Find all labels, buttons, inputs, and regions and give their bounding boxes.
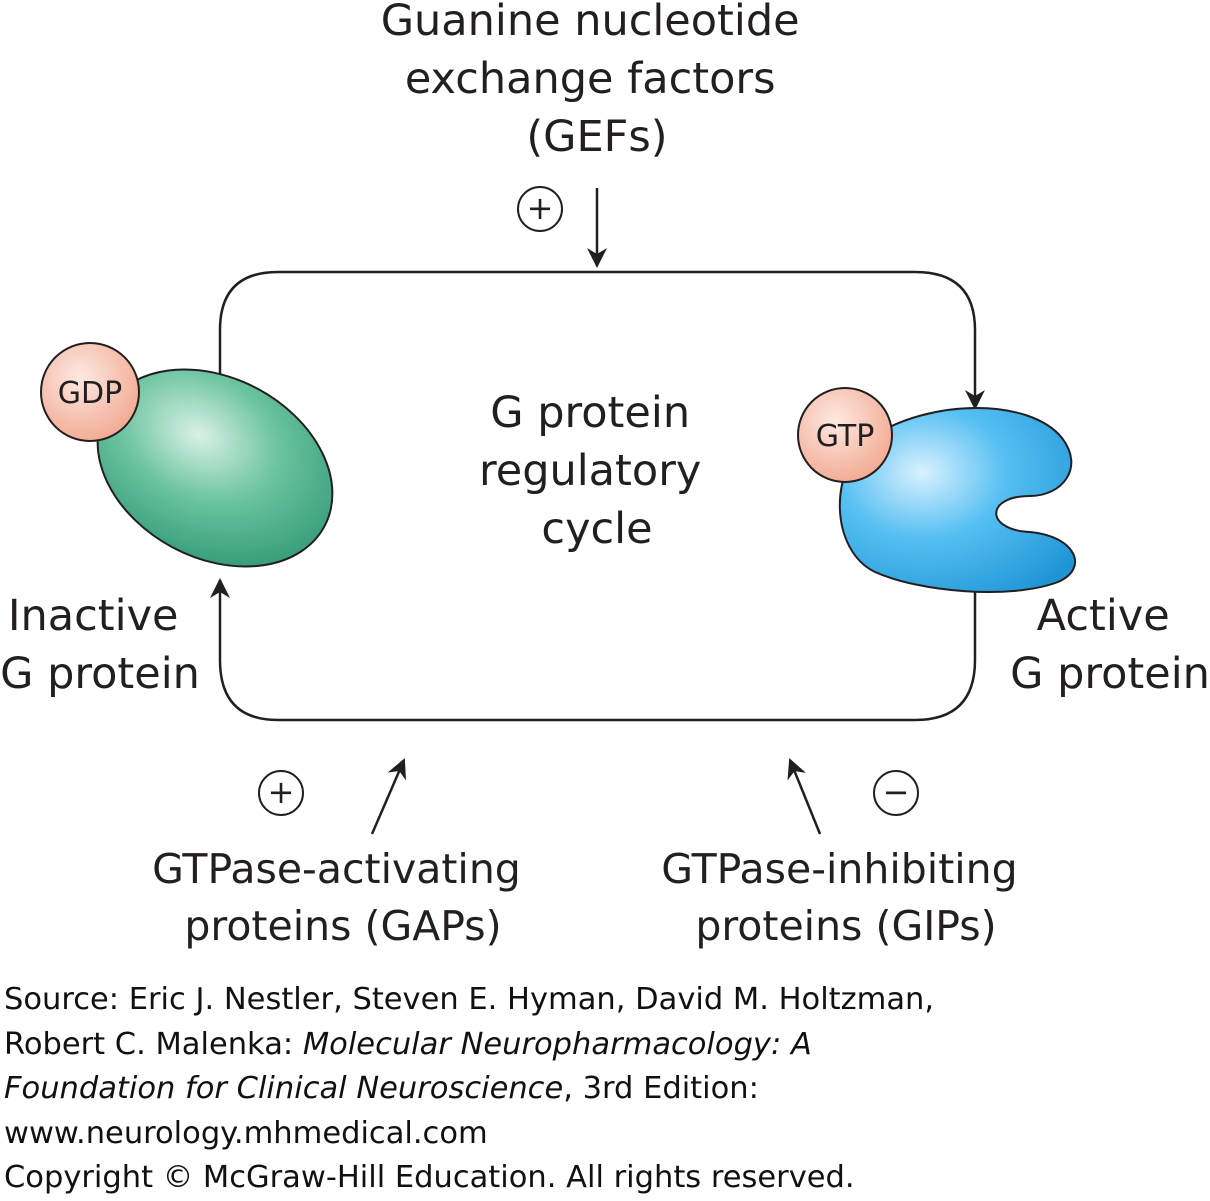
gip-minus-sign: − xyxy=(873,770,919,816)
active-g-protein xyxy=(838,407,1077,593)
source-url: www.neurology.mhmedical.com xyxy=(4,1115,488,1151)
source-authors: Robert C. Malenka: xyxy=(4,1026,303,1062)
cycle-bottom-path xyxy=(210,578,977,722)
gap-arrow xyxy=(370,758,407,835)
gef-plus-sign: + xyxy=(517,186,563,232)
gap-plus-sign: + xyxy=(258,770,304,816)
book-edition: , 3rd Edition: xyxy=(563,1071,759,1106)
inactive-g-protein-label: Inactive G protein xyxy=(0,591,200,699)
gef-label: Guanine nucleotide exchange factors (GEF… xyxy=(381,0,814,162)
gtp-nucleotide: GTP xyxy=(797,387,893,483)
svg-text:+: + xyxy=(527,189,554,227)
book-title-part-2: Foundation for Clinical Neuroscience xyxy=(4,1071,564,1106)
gap-label: GTPase-activating proteins (GAPs) xyxy=(152,845,534,950)
source-citation: Source: Eric J. Nestler, Steven E. Hyman… xyxy=(4,978,1204,1201)
book-title-part-1: Molecular Neuropharmacology: A xyxy=(302,1026,812,1062)
svg-text:+: + xyxy=(268,773,295,811)
active-g-protein-label: Active G protein xyxy=(1010,591,1210,699)
svg-text:−: − xyxy=(883,773,910,811)
cycle-center-label: G protein regulatory cycle xyxy=(479,388,715,554)
copyright-notice: Copyright © McGraw-Hill Education. All r… xyxy=(4,1160,855,1195)
gip-label: GTPase-inhibiting proteins (GIPs) xyxy=(661,845,1030,950)
g-protein-cycle-diagram: Guanine nucleotide exchange factors (GEF… xyxy=(0,0,1210,950)
source-line-1: Source: Eric J. Nestler, Steven E. Hyman… xyxy=(4,982,935,1017)
source-line-2: Robert C. Malenka: Molecular Neuropharma… xyxy=(4,1023,1204,1068)
svg-text:GTP: GTP xyxy=(816,419,875,454)
gip-arrow xyxy=(787,758,822,835)
cycle-top-path xyxy=(218,270,985,410)
gdp-nucleotide: GDP xyxy=(40,342,140,442)
svg-text:GDP: GDP xyxy=(58,376,122,411)
source-line-3: Foundation for Clinical Neuroscience, 3r… xyxy=(4,1067,1204,1112)
